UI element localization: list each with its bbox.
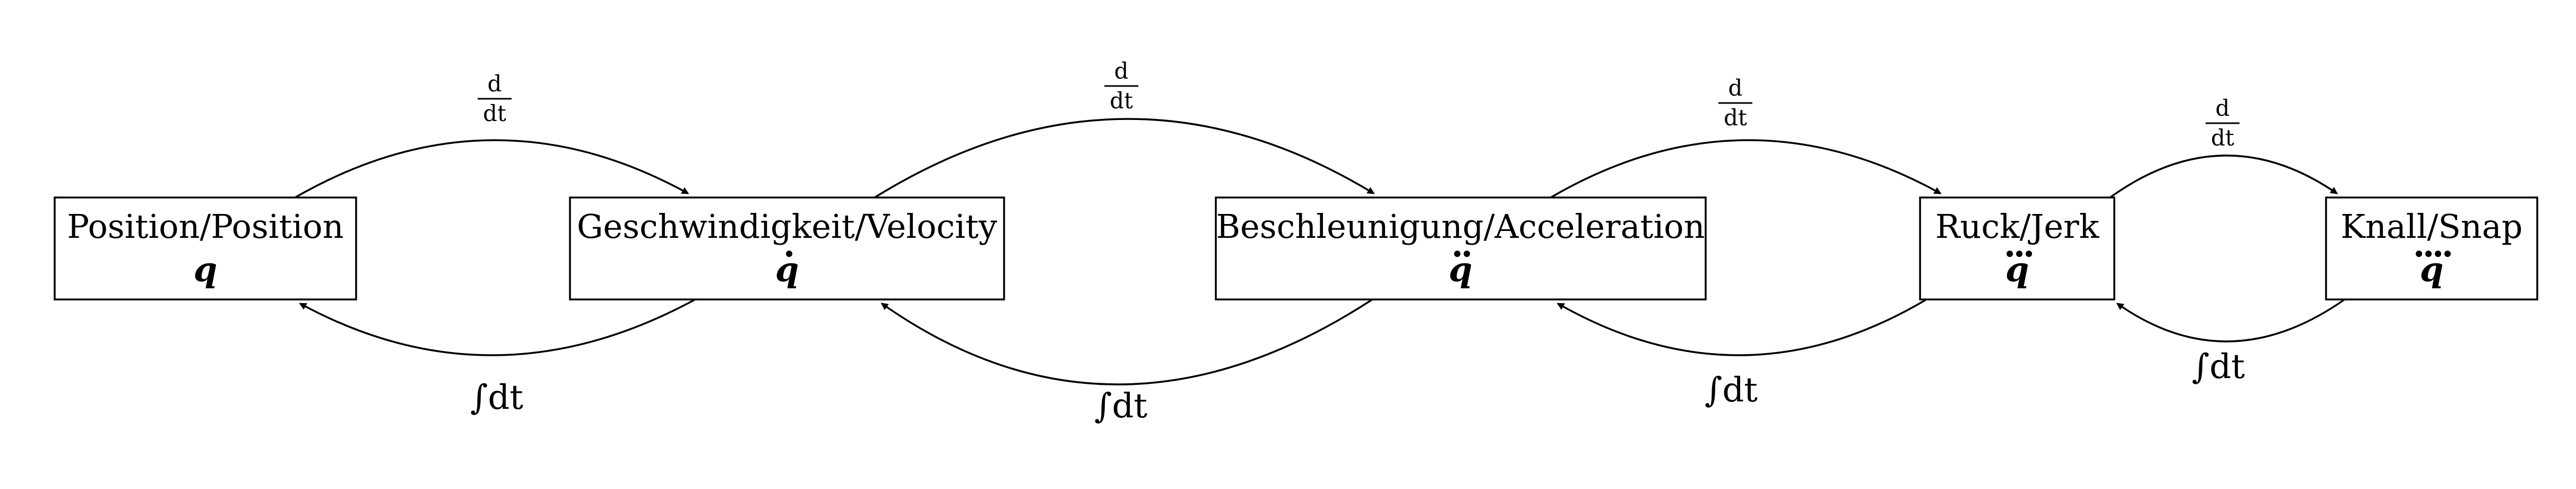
derivative-arrow-1 <box>295 139 689 199</box>
node-label-acceleration: Beschleunigung/Acceleration <box>1216 207 1705 246</box>
svg-text:dt: dt <box>2211 125 2234 151</box>
svg-text:d: d <box>1728 75 1743 101</box>
node-position: Position/Position q <box>54 196 357 301</box>
node-symbol-snap: q <box>2420 250 2444 290</box>
integral-arrow-1 <box>299 298 696 356</box>
node-label-velocity: Geschwindigkeit/Velocity <box>577 207 997 246</box>
derivative-arrow-2 <box>874 118 1375 199</box>
svg-text:dt: dt <box>483 100 506 126</box>
integral-arrow-3 <box>1557 298 1927 356</box>
node-acceleration: Beschleunigung/Acceleration q <box>1215 196 1707 301</box>
integral-label-3: ∫dt <box>1705 371 1758 410</box>
dot-marks-jerk <box>2007 251 2032 257</box>
node-jerk: Ruck/Jerk q <box>1919 196 2115 301</box>
node-snap: Knall/Snap q <box>2325 196 2538 301</box>
dot-marks-snap <box>2416 251 2451 257</box>
node-symbol-position: q <box>194 250 218 290</box>
svg-text:dt: dt <box>1724 105 1747 131</box>
node-label-position: Position/Position <box>67 207 343 246</box>
node-velocity: Geschwindigkeit/Velocity q <box>569 196 1005 301</box>
integral-arrow-2 <box>880 298 1373 385</box>
svg-text:dt: dt <box>1110 88 1133 114</box>
svg-text:d: d <box>1114 58 1129 84</box>
integral-label-4: ∫dt <box>2192 347 2245 387</box>
derivative-label-2: d dt <box>1104 58 1138 114</box>
integral-arrow-4 <box>2116 298 2346 342</box>
svg-text:d: d <box>488 71 502 97</box>
node-label-jerk: Ruck/Jerk <box>1935 207 2099 246</box>
svg-text:d: d <box>2216 95 2230 121</box>
derivative-label-4: d dt <box>2206 95 2240 151</box>
dot-marks-acceleration <box>1454 251 1470 257</box>
derivative-label-1: d dt <box>478 71 512 126</box>
derivative-arrow-4 <box>2109 155 2338 199</box>
integral-label-1: ∫dt <box>470 378 523 417</box>
integral-label-2: ∫dt <box>1094 387 1147 426</box>
node-symbol-acceleration: q <box>1449 250 1473 290</box>
node-label-snap: Knall/Snap <box>2341 207 2523 246</box>
dot-marks-velocity <box>786 251 792 257</box>
derivative-label-3: d dt <box>1718 75 1752 131</box>
derivative-arrow-3 <box>1550 139 1942 199</box>
node-symbol-velocity: q <box>775 250 799 290</box>
